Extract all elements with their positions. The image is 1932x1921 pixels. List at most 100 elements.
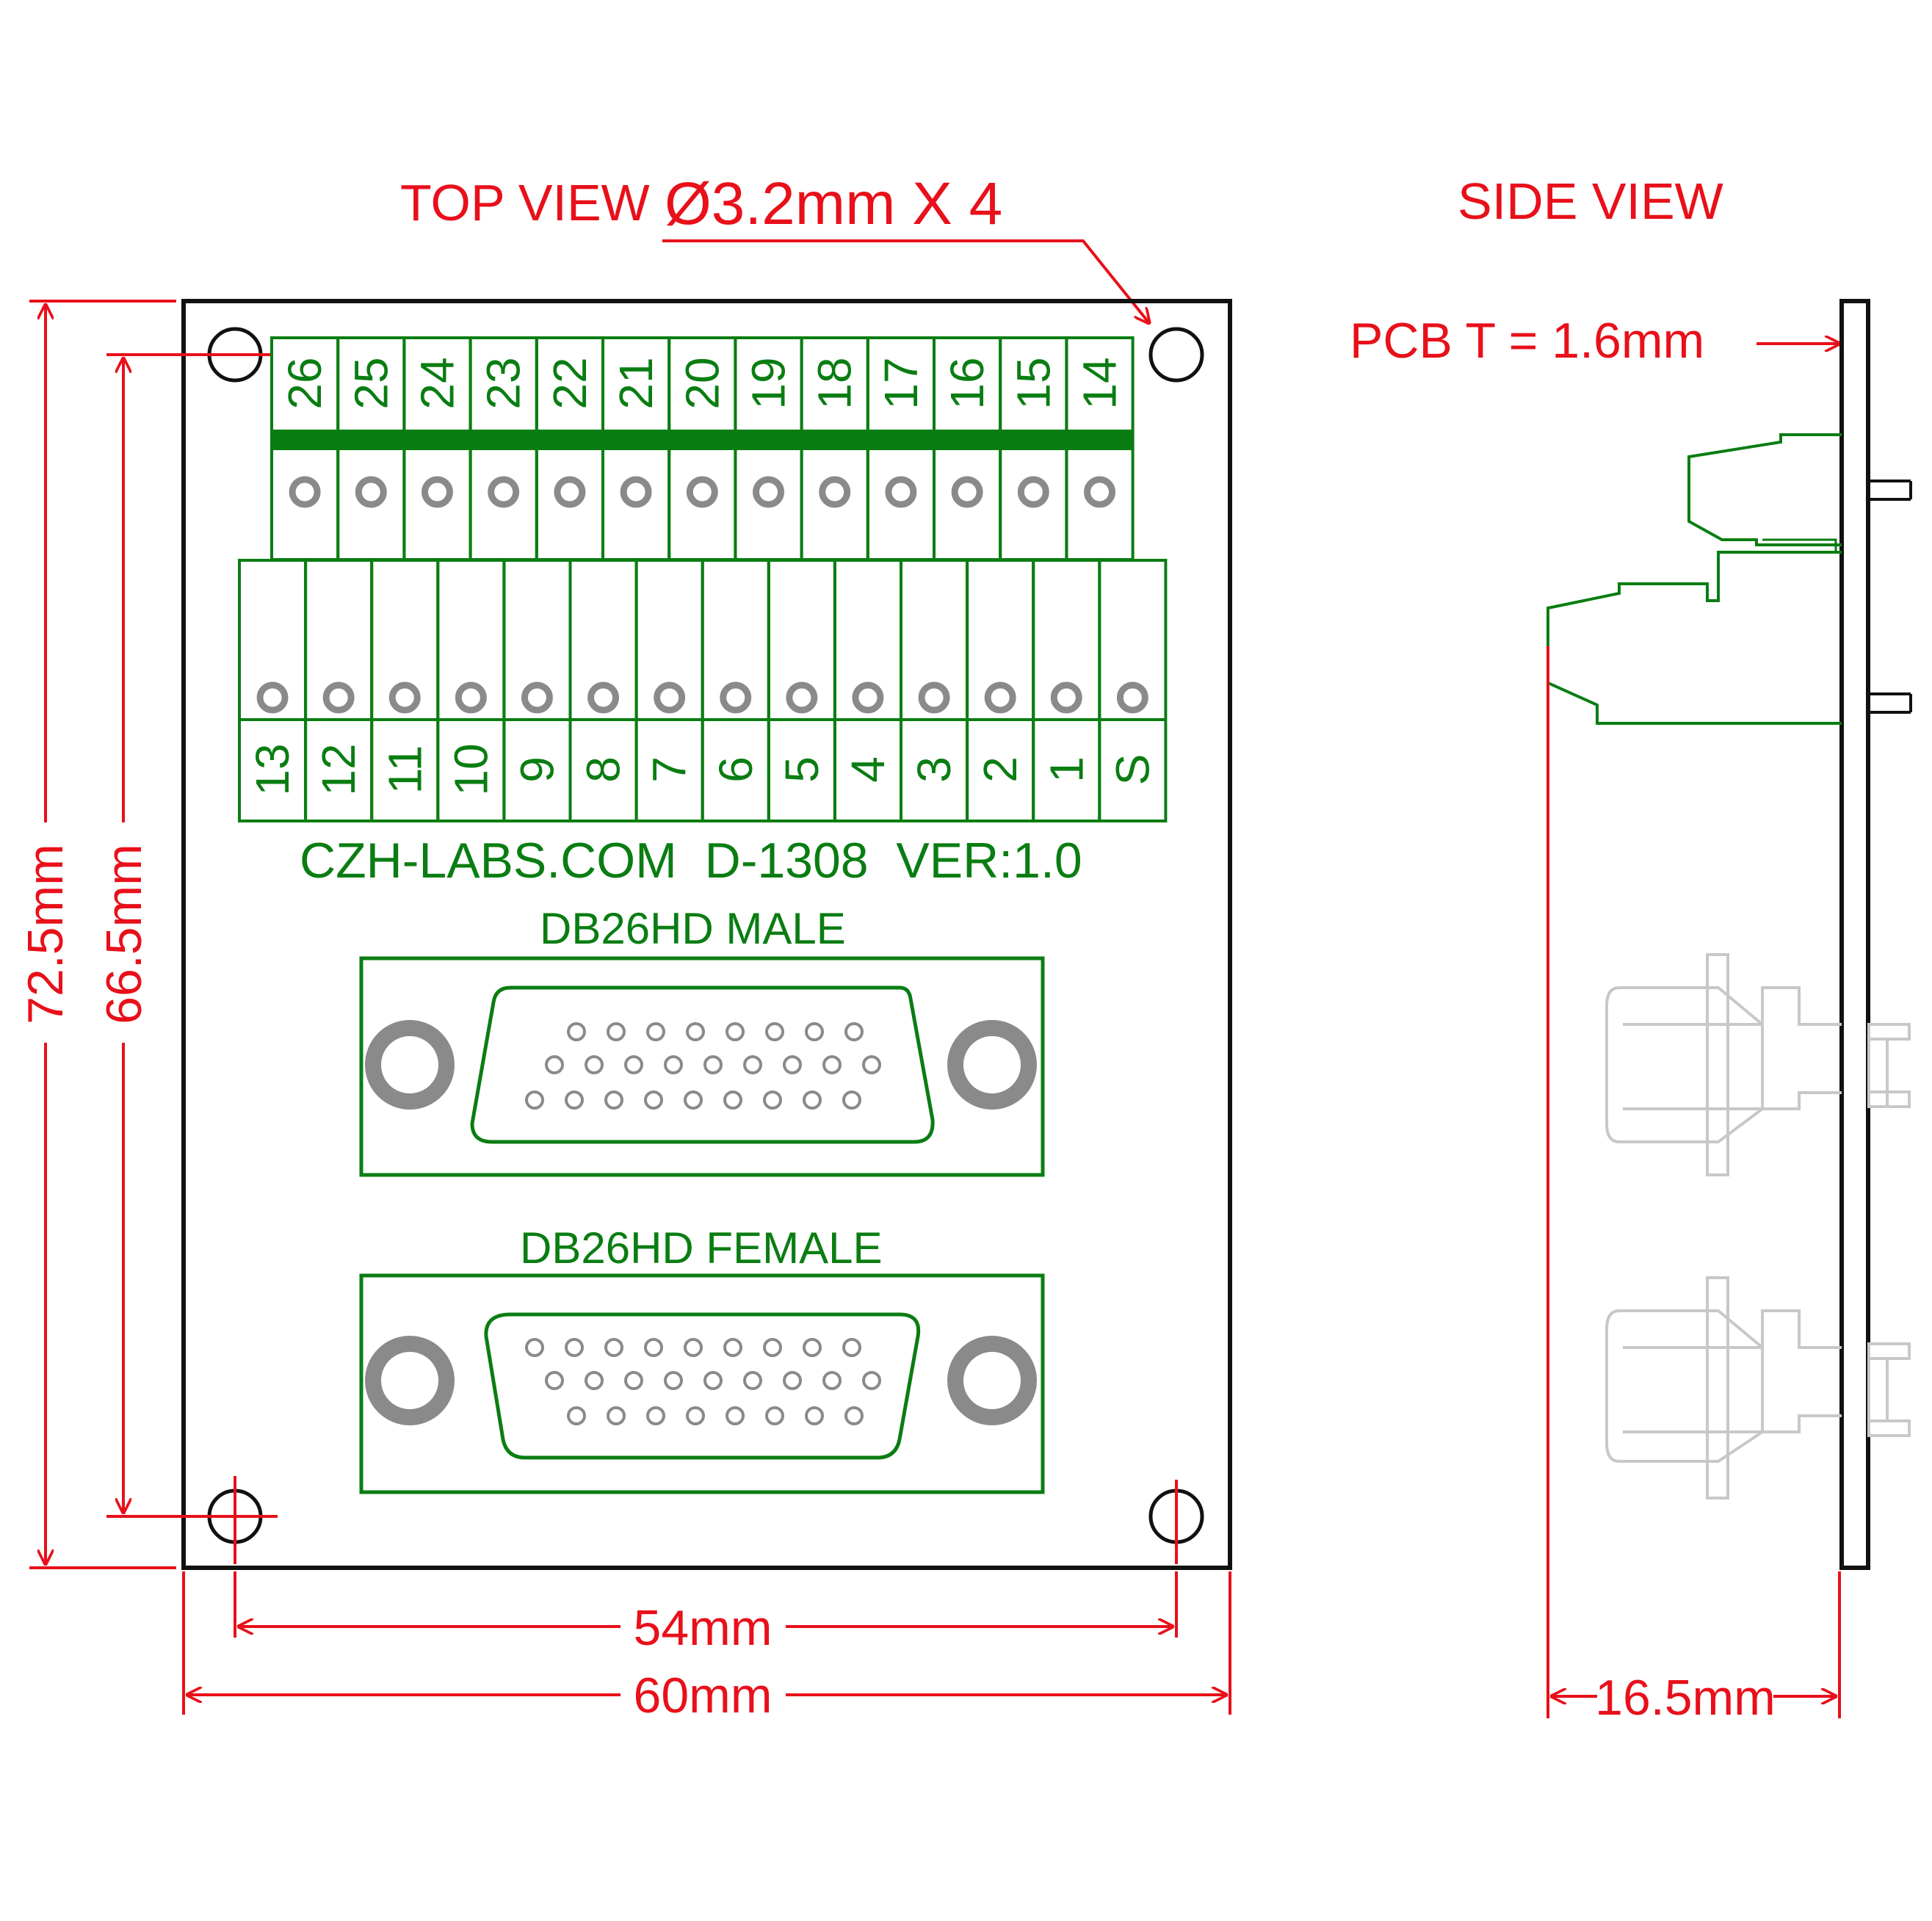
- connector-pin: [765, 1406, 784, 1425]
- connector-pin: [644, 1338, 663, 1357]
- male-pins: [525, 1022, 881, 1110]
- connector-pin: [763, 1090, 782, 1110]
- terminal-screw-bottom: [654, 681, 686, 714]
- male-mount-left: [365, 1020, 455, 1110]
- connector-pin: [703, 1371, 723, 1390]
- connector-pin: [803, 1090, 822, 1110]
- connector-pin: [765, 1022, 784, 1041]
- dim-height-inner: 66.5mm: [96, 844, 152, 1024]
- terminal-screw-top: [488, 476, 520, 508]
- female-connector-outline: [359, 1273, 1045, 1494]
- terminal-cell-bottom: [1098, 559, 1168, 822]
- connector-pin: [525, 1338, 544, 1357]
- side-view: SIDE VIEW PCB T = 1.6mm: [1350, 173, 1912, 1726]
- connector-pin: [664, 1371, 683, 1390]
- connector-pin: [686, 1022, 705, 1041]
- male-d-shell: [470, 985, 935, 1144]
- dim-width-outer: 60mm: [634, 1668, 773, 1723]
- terminal-screw-top: [686, 476, 718, 508]
- terminal-screw-top: [355, 476, 387, 508]
- terminal-label-bottom: 11: [378, 745, 431, 794]
- connector-pin: [862, 1055, 881, 1074]
- male-mount-right: [947, 1020, 1037, 1110]
- terminal-label-top: 20: [676, 357, 728, 409]
- terminal-label-top: 21: [609, 357, 662, 409]
- terminal-screw-bottom: [720, 681, 752, 714]
- terminal-label-bottom: 10: [444, 743, 497, 795]
- side-terminal-bottom: [1546, 551, 1842, 725]
- dimension-lines: [29, 300, 1231, 1715]
- connector-pin: [862, 1371, 881, 1390]
- terminal-screw-top: [289, 476, 321, 508]
- connector-pin: [565, 1090, 584, 1110]
- female-mount-right: [947, 1336, 1037, 1425]
- terminal-label-top: 22: [543, 357, 596, 409]
- connector-pin: [723, 1090, 742, 1110]
- connector-pin: [844, 1406, 864, 1425]
- terminal-label-bottom: 12: [312, 743, 365, 795]
- terminal-top-bar: [272, 430, 1133, 450]
- connector-pin: [607, 1406, 626, 1425]
- terminal-screw-top: [1017, 476, 1049, 508]
- connector-pin: [585, 1055, 604, 1074]
- db26hd-male-connector: [359, 956, 1045, 1177]
- connector-pin: [646, 1022, 665, 1041]
- connector-pin: [842, 1090, 861, 1110]
- connector-pin: [604, 1338, 623, 1357]
- side-depth-label: 16.5mm: [1595, 1670, 1776, 1726]
- terminal-screw-bottom: [1050, 681, 1082, 714]
- mounting-hole-top-right: [1148, 327, 1204, 383]
- connector-pin: [624, 1055, 643, 1074]
- terminal-screw-bottom: [455, 681, 487, 714]
- connector-pin: [726, 1022, 745, 1041]
- male-connector-label: DB26HD MALE: [540, 904, 846, 953]
- terminal-label-top: 26: [278, 357, 331, 409]
- terminal-label-top: 15: [1007, 357, 1060, 409]
- terminal-screw-bottom: [984, 681, 1016, 714]
- connector-pin: [723, 1338, 742, 1357]
- terminal-label-bottom: 7: [643, 756, 696, 783]
- terminal-label-bottom: 8: [577, 756, 630, 783]
- female-d-shell: [484, 1312, 921, 1460]
- terminal-label-bottom: 2: [974, 756, 1027, 783]
- terminal-label-bottom: 5: [775, 756, 828, 783]
- terminal-label-top: 17: [875, 357, 927, 409]
- board-silkscreen: CZH-LABS.COM D-1308 VER:1.0: [300, 833, 1082, 889]
- terminal-screw-top: [554, 476, 586, 508]
- connector-pin: [822, 1055, 842, 1074]
- connector-pin: [646, 1406, 665, 1425]
- terminal-screw-top: [819, 476, 851, 508]
- connector-pin: [805, 1406, 824, 1425]
- connector-pin: [567, 1022, 586, 1041]
- side-connector-female: [1605, 1276, 1911, 1499]
- terminal-screw-top: [422, 476, 453, 508]
- female-mount-left: [365, 1336, 455, 1425]
- connector-pin: [585, 1371, 604, 1390]
- male-connector-outline: [359, 956, 1045, 1177]
- hole-center-marks: [192, 353, 1178, 1564]
- terminal-screw-top: [885, 476, 917, 508]
- dim-width-inner: 54mm: [634, 1600, 773, 1656]
- terminal-screw-top: [1084, 476, 1115, 508]
- terminal-screw-bottom: [918, 681, 950, 714]
- terminal-screw-bottom: [587, 681, 620, 714]
- connector-pin: [664, 1055, 683, 1074]
- side-pcb: [1839, 299, 1870, 1570]
- pcb-outline: [181, 299, 1232, 1570]
- connector-pin: [822, 1371, 842, 1390]
- terminal-label-bottom: 4: [842, 756, 894, 783]
- terminal-screw-bottom: [388, 681, 421, 714]
- connector-pin: [783, 1371, 802, 1390]
- connector-pin: [805, 1022, 824, 1041]
- connector-pin: [686, 1406, 705, 1425]
- connector-pin: [567, 1406, 586, 1425]
- side-depth-dimension: [1546, 646, 1841, 1718]
- terminal-label-top: 24: [411, 357, 464, 409]
- terminal-label-top: 18: [808, 357, 861, 409]
- connector-pin: [607, 1022, 626, 1041]
- terminal-label-bottom: 6: [709, 756, 762, 783]
- terminal-screw-top: [753, 476, 784, 508]
- female-connector-label: DB26HD FEMALE: [520, 1223, 882, 1273]
